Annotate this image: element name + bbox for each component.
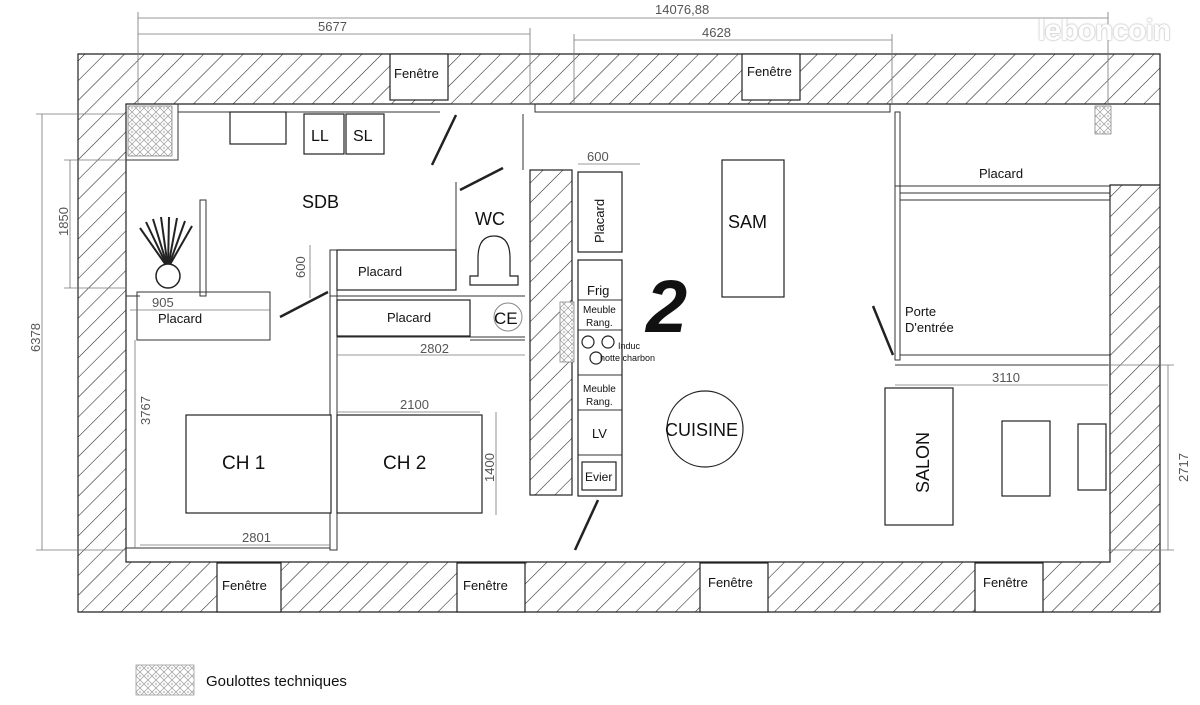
meuble-label: Meuble [583,305,616,316]
leboncoin-watermark: leboncoin [1037,14,1171,47]
dim-closet-depth: 600 [293,256,308,278]
placards: Placard Placard Placard CE [158,249,523,337]
ch2-label: CH 2 [383,453,426,474]
legend-swatch [135,664,195,696]
rang-label: Rang. [586,318,613,329]
window-label: Fenêtre [708,575,753,590]
dim-bedroom-height: 3767 [138,396,153,425]
dim-corridor-width: 2802 [420,341,449,356]
placard-label: Placard [158,311,202,326]
dim-placard-width: 905 [152,295,174,310]
hob-burner-icon [601,335,615,349]
placard-label: Placard [592,199,607,243]
legend-label: Goulottes techniques [206,673,347,690]
cuisine-circle [666,390,744,468]
bedrooms: CH 1 CH 2 [185,414,483,514]
placard-label: Placard [979,166,1023,181]
dim-sdb-height: 1850 [56,207,71,236]
dim-ch2-width: 2100 [400,397,429,412]
rang-label: Rang. [586,397,613,408]
tv-unit [1077,423,1107,491]
ce-label: CE [494,309,518,328]
dim-total-width: 14076,88 [655,2,709,17]
bathroom-fixtures: LL SL SDB [139,111,385,289]
dim-left-width: 5677 [318,19,347,34]
shower-icon [139,216,193,289]
dim-total-height: 6378 [28,323,43,352]
dim-ch1-width: 2801 [242,530,271,545]
door-swings [279,114,895,551]
ce-icon [493,302,523,332]
placard-corridor [336,299,471,337]
dimension-lines [36,12,1174,551]
placard-wc-corridor [336,249,457,291]
legend: Goulottes techniques [135,664,347,696]
placard-label: Placard [358,264,402,279]
ch1-label: CH 1 [222,453,265,474]
sam-label: SAM [728,212,767,232]
kitchen-counter [577,259,623,497]
sdb-label: SDB [302,192,339,212]
hotte-label: hotte charbon [600,353,655,363]
kitchen-placard [577,171,623,253]
sofa [884,387,954,526]
kitchen-units: Placard Frig Meuble Rang. Induc hotte ch… [577,171,655,497]
window-label: Fenêtre [983,575,1028,590]
placard-label: Placard [387,310,431,325]
windows: Fenêtre Fenêtre Fenêtre Fenêtre Fenêtre … [216,53,1044,613]
goulotte-top-left [127,105,173,157]
sink-box [581,461,617,491]
dim-kitchen-depth: 600 [587,149,609,164]
window-label: Fenêtre [394,66,439,81]
evier-label: Evier [585,470,612,484]
window-label: Fenêtre [463,578,508,593]
washing-machine-box [303,113,345,155]
frig-label: Frig [587,283,609,298]
dimension-labels: 14076,88 5677 4628 6378 1850 3767 2717 9… [28,2,1191,545]
cuisine-label: CUISINE [665,420,738,440]
bed-ch1 [185,414,332,514]
induc-label: Induc [618,341,641,351]
ll-label: LL [311,128,329,145]
bed-ch2 [336,414,483,514]
bathroom-cabinet [229,111,287,145]
window-label: Fenêtre [747,64,792,79]
window-bottom-1 [216,562,282,613]
window-bottom-3 [699,562,769,613]
window-top-left [389,53,449,101]
plan-number: 2 [644,265,687,348]
hob-burner-icon [589,351,603,365]
dim-salon-width: 3110 [992,370,1020,385]
window-top-right [741,53,801,101]
lv-label: LV [592,426,607,441]
window-label: Fenêtre [222,578,267,593]
dentree-label: D'entrée [905,320,954,335]
living-area: SAM 2 CUISINE Placard Porte D'entrée SAL… [644,159,1107,526]
salon-label: SALON [913,432,933,493]
sl-label: SL [353,128,373,145]
hob-burner-icon [581,335,595,349]
dining-table [721,159,785,298]
coffee-table [1001,420,1051,497]
window-bottom-4 [974,562,1044,613]
wc-fixtures: WC [469,209,519,286]
toilet-icon [469,235,519,286]
wc-label: WC [475,209,505,229]
goulotte-kitchen [559,301,575,363]
dim-ch2-height: 1400 [482,453,497,482]
dryer-box [345,113,385,155]
dim-salon-height: 2717 [1176,453,1191,482]
dim-right-width: 4628 [702,25,731,40]
goulotte-top-right [1094,105,1112,135]
meuble-label: Meuble [583,384,616,395]
window-bottom-2 [456,562,526,613]
porte-label: Porte [905,304,936,319]
